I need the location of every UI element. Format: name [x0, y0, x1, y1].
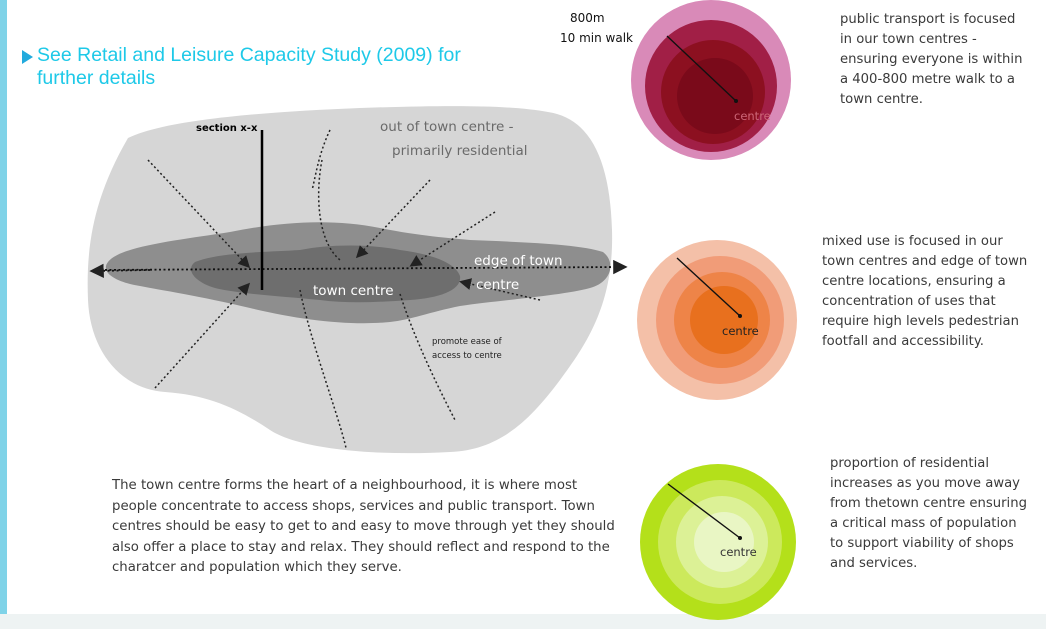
promote-access-label-2: access to centre — [432, 351, 502, 361]
residential-centre-label: centre — [720, 545, 757, 559]
transport-centre-label: centre — [734, 109, 771, 123]
out-of-town-label-2: primarily residential — [392, 143, 527, 159]
section-label: section x-x — [196, 123, 258, 134]
walk-distance-label: 800m — [570, 11, 605, 25]
town-centre-description: The town centre forms the heart of a nei… — [112, 478, 615, 575]
play-arrow-icon — [22, 50, 33, 64]
edge-of-town-label-1: edge of town — [474, 253, 563, 269]
left-accent-strip — [0, 0, 7, 629]
mixed-use-centre-label: centre — [722, 324, 759, 338]
edge-of-town-label-2: centre — [476, 277, 519, 293]
promote-access-label-1: promote ease of — [432, 337, 503, 347]
walk-time-label: 10 min walk — [560, 31, 633, 45]
transport-circle: centre — [631, 0, 791, 160]
residential-caption: proportion of residential increases as y… — [830, 456, 1027, 571]
town-centre-area — [191, 245, 461, 303]
transport-caption: public transport is focused in our town … — [840, 12, 1023, 107]
bottom-strip — [0, 614, 1046, 629]
retail-study-link[interactable]: See Retail and Leisure Capacity Study (2… — [22, 44, 477, 90]
residential-circle: centre — [640, 464, 796, 620]
retail-study-link-text[interactable]: See Retail and Leisure Capacity Study (2… — [37, 44, 461, 89]
town-centre-label: town centre — [313, 283, 394, 299]
out-of-town-label-1: out of town centre - — [380, 119, 514, 135]
mixed-use-circle: centre — [637, 240, 797, 400]
mixed-use-caption: mixed use is focused in our town centres… — [822, 234, 1028, 349]
